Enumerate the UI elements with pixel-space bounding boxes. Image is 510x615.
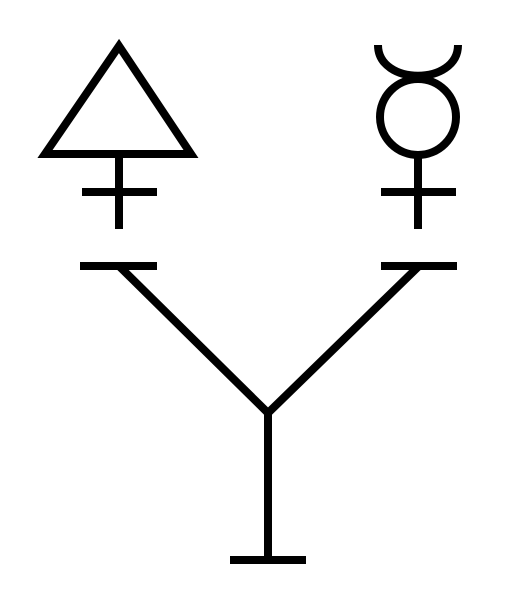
mercury-circle (376, 75, 460, 159)
mercury-horns (374, 44, 462, 80)
mercury-symbol-icon (374, 44, 462, 229)
sulfur-triangle (37, 38, 199, 158)
y-branch-connector-icon (80, 262, 457, 564)
sulfur-symbol-icon (37, 38, 199, 229)
left-branch-arm (116, 263, 271, 416)
right-branch-arm (265, 263, 422, 416)
